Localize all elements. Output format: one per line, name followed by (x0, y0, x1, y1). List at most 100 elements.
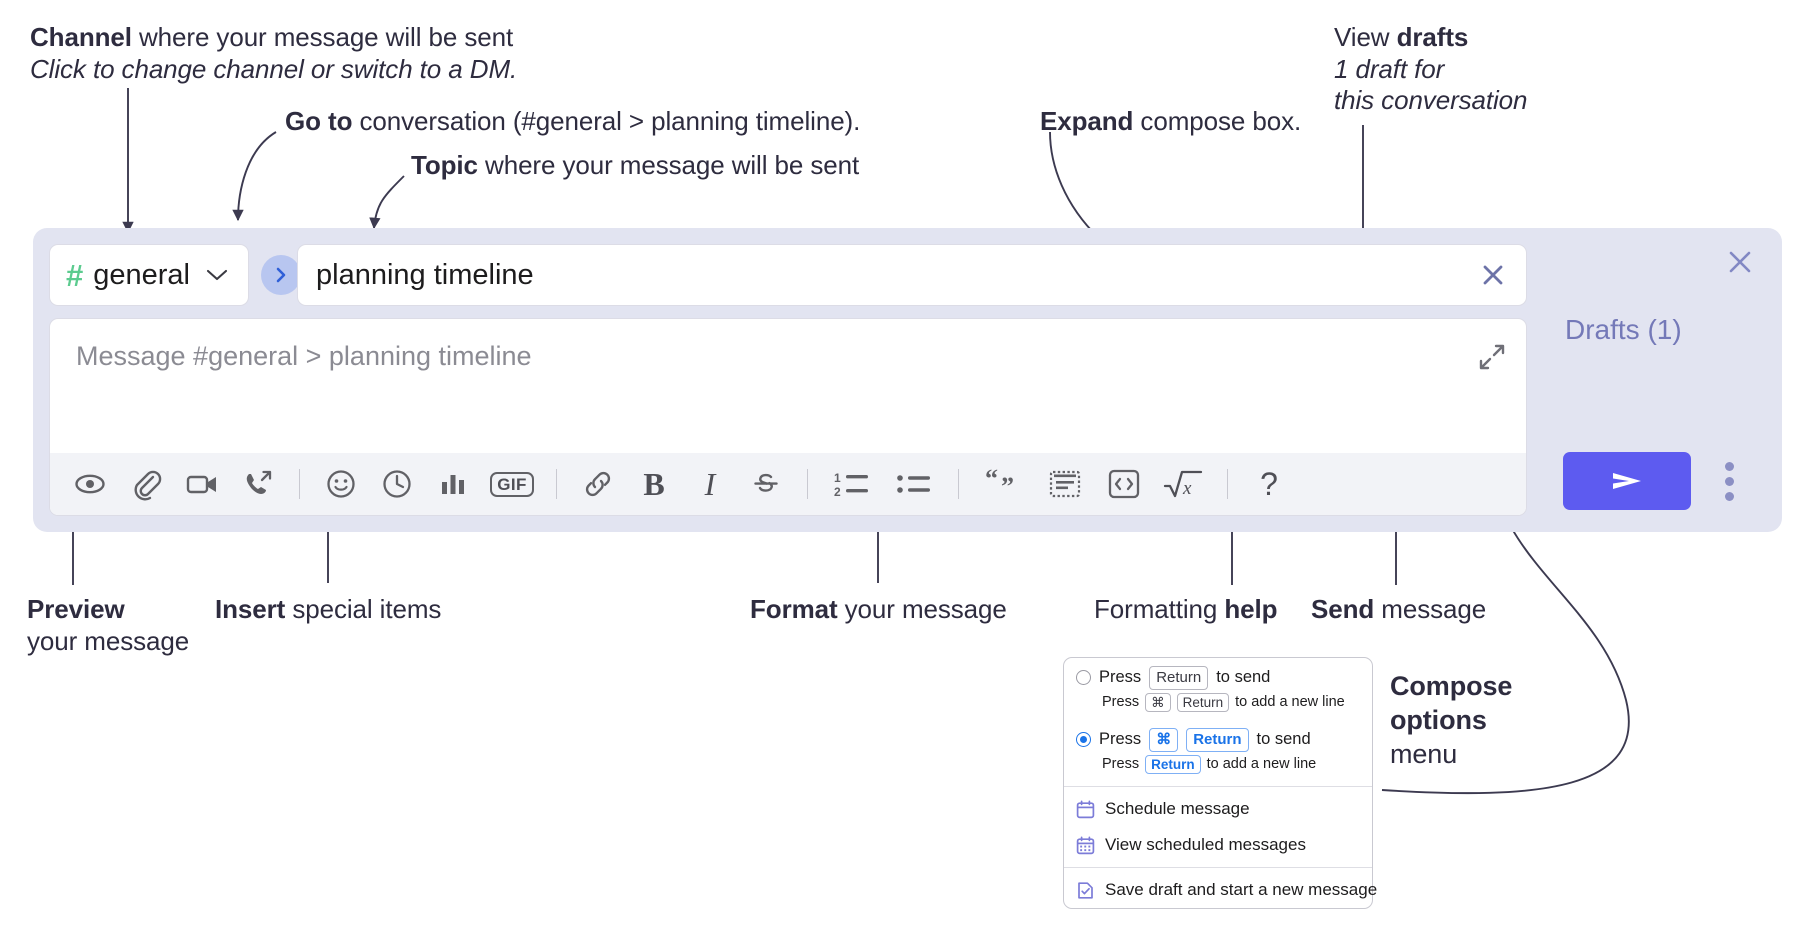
goto-conversation-button[interactable] (261, 255, 301, 295)
annotation-topic-rest: where your message will be sent (477, 150, 860, 180)
annotation-compose-options-rest: menu (1390, 738, 1458, 769)
annotation-compose-options-bold1: Compose (1390, 671, 1513, 701)
bullet-list-icon[interactable] (883, 460, 945, 508)
opt-post: to send (1256, 730, 1311, 749)
message-input[interactable]: Message #general > planning timeline (50, 319, 1526, 423)
annotation-compose-options: Compose options menu (1390, 670, 1512, 771)
svg-text:2: 2 (834, 485, 841, 499)
annotation-insert-bold: Insert (215, 594, 286, 624)
annotation-channel: Channel where your message will be sent … (30, 22, 517, 85)
code-block-icon[interactable] (1034, 460, 1096, 508)
annotation-expand: Expand compose box. (1040, 106, 1301, 138)
strikethrough-icon[interactable] (738, 460, 794, 508)
opt-sub-pre: Press (1102, 694, 1140, 711)
annotation-topic: Topic where your message will be sent (411, 150, 859, 182)
key-return: Return (1186, 728, 1249, 752)
topic-field[interactable]: planning timeline (297, 244, 1527, 306)
toolbar-separator (958, 469, 959, 499)
opt-pre: Press (1099, 730, 1142, 749)
svg-text:x: x (1182, 478, 1192, 499)
annotation-insert: Insert special items (215, 594, 441, 626)
send-option-cmd-return-main: Press ⌘ Return to send (1076, 728, 1360, 752)
opt-sub-post: to add a new line (1206, 756, 1317, 773)
audio-icon[interactable] (230, 460, 286, 508)
help-icon[interactable]: ? (1241, 460, 1297, 508)
annotation-goto-rest: conversation (#general > planning timeli… (352, 106, 861, 136)
menu-item-save-draft[interactable]: Save draft and start a new message (1064, 872, 1377, 908)
annotation-goto-bold: Go to (285, 106, 353, 136)
compose-options-button[interactable] (1709, 452, 1749, 510)
drafts-link[interactable]: Drafts (1) (1565, 314, 1682, 345)
annotation-preview-line2: your message (27, 625, 190, 656)
bold-icon[interactable]: B (626, 460, 682, 508)
calendar-icon (1076, 800, 1095, 819)
inline-code-icon[interactable] (1096, 460, 1152, 508)
menu-divider (1064, 867, 1372, 869)
key-return: Return (1149, 666, 1209, 690)
send-option-cmd-return[interactable]: Press ⌘ Return to send Press Return to a… (1064, 720, 1372, 782)
annotation-goto: Go to conversation (#general > planning … (285, 106, 860, 138)
expand-icon[interactable] (1472, 337, 1512, 377)
clock-icon[interactable] (369, 460, 425, 508)
send-option-return-sub: Press ⌘ Return to add a new line (1076, 690, 1360, 719)
kebab-dot (1724, 476, 1734, 486)
toolbar-separator (1227, 469, 1228, 499)
menu-divider (1064, 786, 1372, 788)
save-draft-icon (1076, 881, 1095, 900)
send-button[interactable] (1563, 452, 1691, 510)
poll-icon[interactable] (425, 460, 481, 508)
annotation-help: Formatting help (1094, 594, 1278, 626)
radio-selected[interactable] (1076, 732, 1091, 748)
toolbar-separator (807, 469, 808, 499)
annotation-preview: Preview your message (27, 594, 189, 657)
svg-text:”: ” (1001, 472, 1014, 500)
annotation-drafts-bold: drafts (1396, 22, 1469, 52)
kebab-dot (1724, 461, 1734, 471)
toolbar-separator (299, 469, 300, 499)
annotation-drafts-line2: 1 draft for (1334, 53, 1445, 84)
annotation-drafts: View drafts 1 draft for this conversatio… (1334, 22, 1528, 117)
annotation-channel-italic: Click to change channel or switch to a D… (30, 53, 518, 84)
gif-icon[interactable]: GIF (481, 460, 543, 508)
close-icon[interactable] (1464, 246, 1522, 304)
annotation-expand-rest: compose box. (1133, 106, 1302, 136)
annotation-compose-options-bold2: options (1390, 704, 1487, 735)
annotation-format: Format your message (750, 594, 1007, 626)
math-icon[interactable]: x (1152, 460, 1214, 508)
close-icon[interactable] (1720, 242, 1760, 282)
menu-item-label: Schedule message (1105, 799, 1250, 819)
key-return: Return (1176, 692, 1230, 713)
compose-main-area: # general planning timeline Message #gen… (33, 228, 1543, 532)
menu-item-label: Save draft and start a new message (1105, 880, 1378, 900)
message-placeholder: Message #general > planning timeline (76, 341, 532, 371)
menu-item-schedule-message[interactable]: Schedule message (1064, 791, 1372, 827)
opt-post: to send (1216, 668, 1271, 687)
bold-label: B (643, 465, 665, 502)
video-icon[interactable] (174, 460, 230, 508)
preview-icon[interactable] (62, 460, 118, 508)
topic-value: planning timeline (316, 258, 534, 291)
annotation-topic-bold: Topic (411, 150, 478, 180)
italic-icon[interactable]: I (682, 460, 738, 508)
channel-selector[interactable]: # general (49, 244, 249, 306)
blockquote-icon[interactable]: “” (972, 460, 1034, 508)
annotation-preview-bold: Preview (27, 594, 125, 624)
key-return: Return (1145, 754, 1201, 775)
annotation-help-bold: help (1224, 594, 1278, 624)
send-icon (1613, 473, 1641, 489)
svg-text:1: 1 (834, 471, 841, 485)
send-option-return[interactable]: Press Return to send Press ⌘ Return to a… (1064, 658, 1372, 720)
annotation-format-bold: Format (750, 594, 838, 624)
compose-box: # general planning timeline Message #gen… (33, 228, 1782, 532)
annotation-channel-bold: Channel (30, 22, 132, 52)
svg-text:“: “ (985, 468, 998, 493)
radio-unselected[interactable] (1076, 670, 1091, 686)
attachment-icon[interactable] (118, 460, 174, 508)
menu-item-view-scheduled-messages[interactable]: View scheduled messages (1064, 827, 1372, 863)
link-icon[interactable] (570, 460, 626, 508)
emoji-icon[interactable] (313, 460, 369, 508)
kebab-dot (1724, 491, 1734, 501)
menu-item-label: View scheduled messages (1105, 835, 1306, 855)
